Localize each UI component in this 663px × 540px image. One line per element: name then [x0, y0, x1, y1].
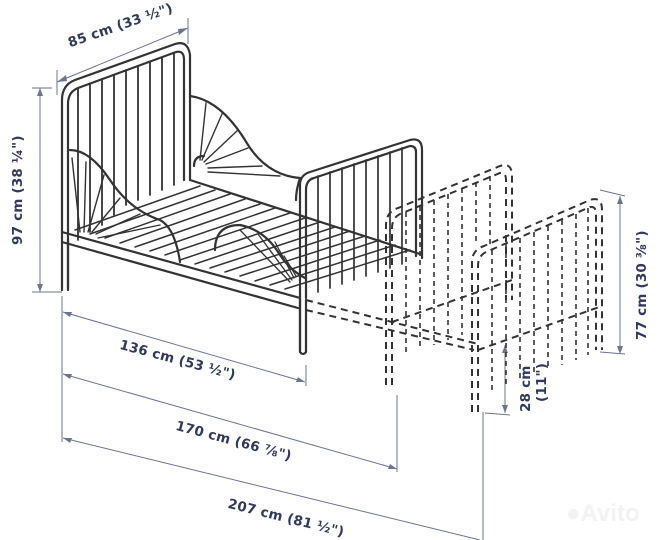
leg-height-in-label: (11") — [534, 362, 550, 402]
leg-height-cm-label: 28 cm — [518, 365, 534, 412]
bed-frame-solid — [60, 42, 424, 356]
bed-extension-dashed — [305, 164, 603, 412]
height-label: 97 cm (38 ¼") — [10, 135, 26, 245]
avito-logo-icon: ● — [566, 500, 581, 527]
length-207-dimension-line — [62, 437, 481, 540]
avito-watermark: ●Avito — [566, 500, 640, 527]
length-136-dimension-line — [62, 311, 306, 383]
extension-height-label: 77 cm (30 ⅜") — [634, 230, 650, 340]
width-dimension-line — [56, 27, 189, 83]
length-170-dimension-line — [62, 373, 398, 470]
